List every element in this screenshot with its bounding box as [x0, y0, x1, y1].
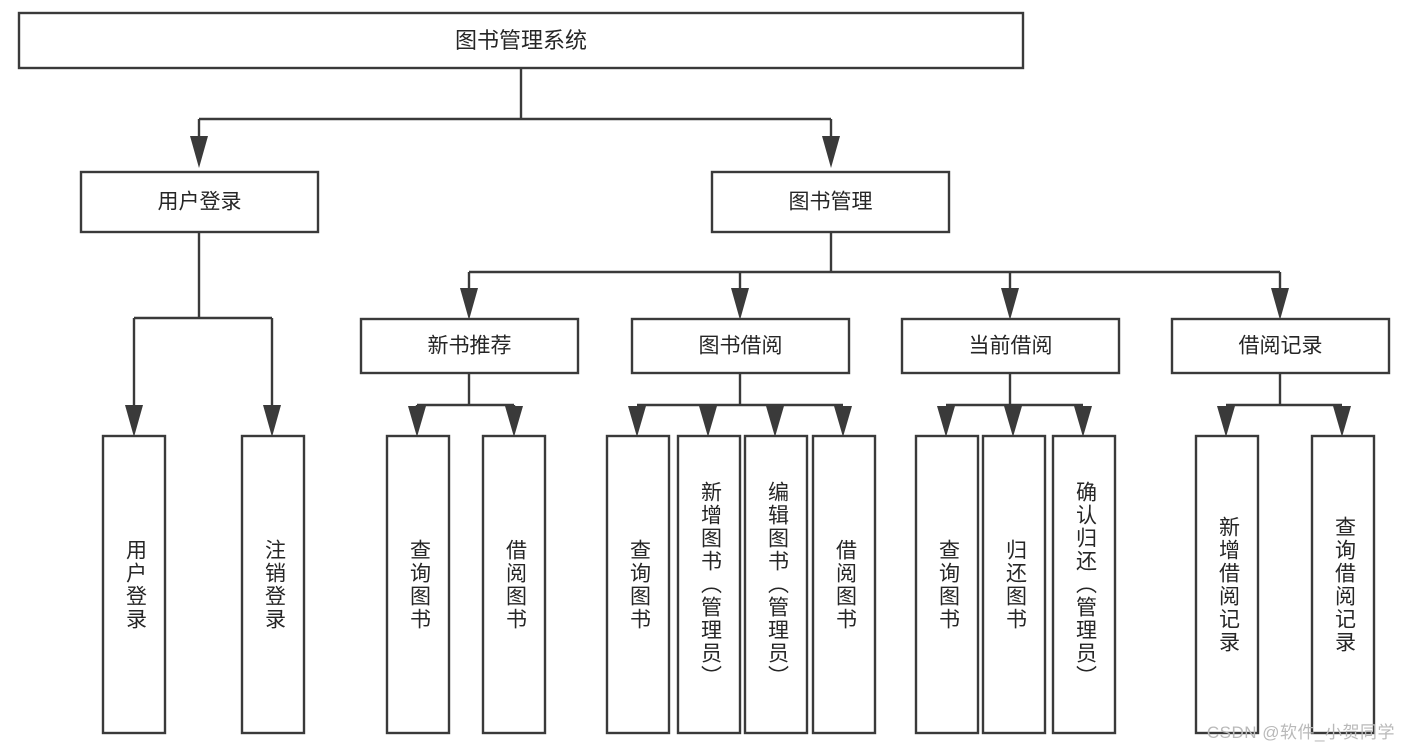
arrow-head-leaf-query-record [1333, 406, 1351, 437]
node-user-login[interactable]: 用户登录 [79, 170, 320, 234]
node-book-borrow-label: 图书借阅 [699, 335, 783, 358]
arrow-head-new-book-recommend [460, 288, 478, 320]
connector-group-book-borrow [628, 373, 852, 437]
node-borrow-record-label: 借阅记录 [1239, 335, 1323, 358]
leaf-box-borrow-book-b[interactable] [811, 434, 877, 735]
arrow-head-leaf-borrow-book-b [834, 406, 852, 437]
node-borrow-record[interactable]: 借阅记录 [1170, 317, 1391, 375]
watermark: CSDN @软件_小贺同学 [1206, 723, 1395, 742]
node-new-book-recommend-box[interactable] [359, 317, 580, 375]
arrow-head-leaf-confirm-return [1074, 406, 1092, 437]
leaf-box-borrow-book-a[interactable] [481, 434, 547, 735]
node-book-borrow-box[interactable] [630, 317, 851, 375]
arrow-head-leaf-borrow-book-a [505, 406, 523, 437]
node-book-management-box[interactable] [710, 170, 951, 234]
arrow-head-leaf-logout [263, 405, 281, 437]
leaf-box-return-book[interactable] [981, 434, 1047, 735]
arrow-head-book-mgmt [822, 136, 840, 168]
arrow-head-leaf-query-book-b [628, 406, 646, 437]
leaf-box-user-login[interactable] [101, 434, 167, 735]
leaf-box-query-record[interactable] [1310, 434, 1376, 735]
arrow-head-leaf-user-login [125, 405, 143, 437]
leaf-box-logout[interactable] [240, 434, 306, 735]
node-user-login-label: 用户登录 [158, 191, 242, 214]
arrow-head-leaf-query-book-a [408, 406, 426, 437]
leaf-box-add-book[interactable] [676, 434, 742, 735]
leaf-box-add-record[interactable] [1194, 434, 1260, 735]
arrow-head-user-login [190, 136, 208, 168]
arrow-head-leaf-edit-book [766, 406, 784, 437]
leaf-box-query-book-b[interactable] [605, 434, 671, 735]
node-book-management[interactable]: 图书管理 [710, 170, 951, 234]
leaf-box-confirm-return[interactable] [1051, 434, 1117, 735]
leaf-boxes [101, 434, 1376, 735]
connector-group-book-mgmt [460, 232, 1289, 320]
node-borrow-record-box[interactable] [1170, 317, 1391, 375]
arrow-head-leaf-return-book [1004, 406, 1022, 437]
arrow-head-book-borrow [731, 288, 749, 320]
connector-group-borrow-record [1217, 373, 1351, 437]
node-new-book-recommend-label: 新书推荐 [428, 335, 512, 358]
arrow-head-borrow-record [1271, 288, 1289, 320]
leaf-box-query-book-c[interactable] [914, 434, 980, 735]
node-root-label: 图书管理系统 [455, 28, 587, 53]
connector-group-user-login [125, 232, 281, 437]
leaf-box-query-book-a[interactable] [385, 434, 451, 735]
node-root[interactable]: 图书管理系统 [17, 11, 1025, 70]
arrow-head-leaf-query-book-c [937, 406, 955, 437]
node-book-borrow[interactable]: 图书借阅 [630, 317, 851, 375]
arrow-head-current-borrow [1001, 288, 1019, 320]
node-user-login-box[interactable] [79, 170, 320, 234]
node-book-management-label: 图书管理 [789, 191, 873, 214]
node-current-borrow-box[interactable] [900, 317, 1121, 375]
connector-group-root [190, 68, 840, 168]
arrow-head-leaf-add-book [699, 406, 717, 437]
node-current-borrow-label: 当前借阅 [969, 335, 1053, 358]
node-new-book-recommend[interactable]: 新书推荐 [359, 317, 580, 375]
arrow-head-leaf-add-record [1217, 406, 1235, 437]
node-root-box[interactable] [17, 11, 1025, 70]
leaf-box-edit-book[interactable] [743, 434, 809, 735]
connector-group-current-borrow [937, 373, 1092, 437]
connector-group-new-book-recommend [408, 373, 523, 437]
node-current-borrow[interactable]: 当前借阅 [900, 317, 1121, 375]
